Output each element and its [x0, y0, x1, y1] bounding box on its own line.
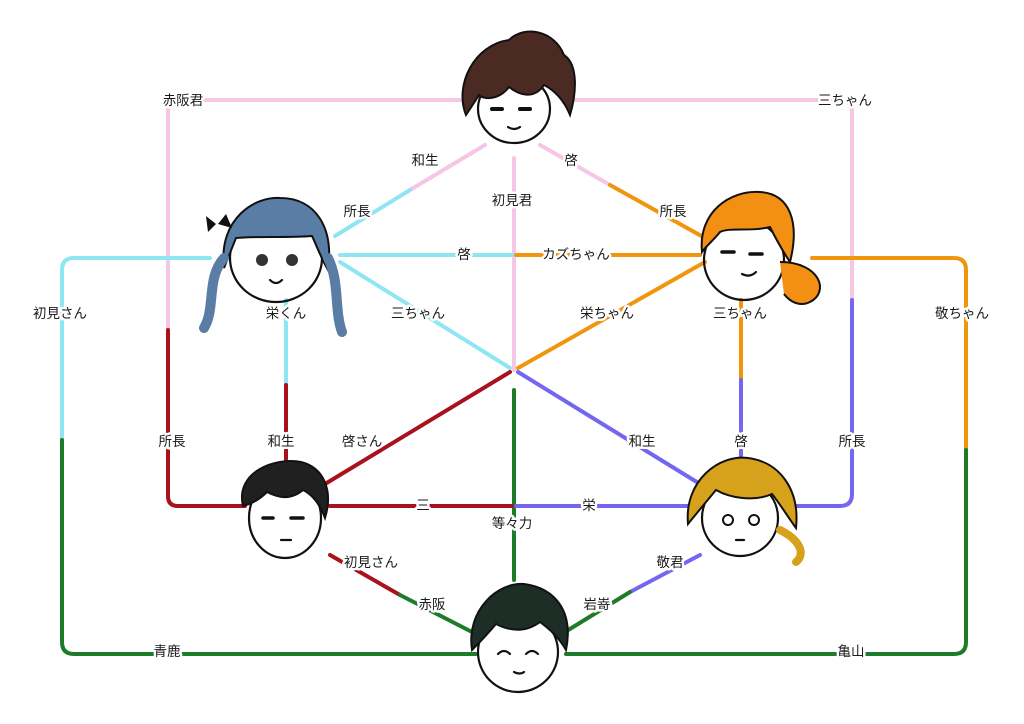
label-blue-to-orange: 啓: [457, 247, 471, 263]
label-blue-to-black: 栄くん: [266, 306, 307, 322]
character-green-bottom: [470, 582, 569, 694]
label-green-to-center: 等々力: [492, 515, 533, 532]
label-top-to-green: 初見君: [492, 192, 533, 209]
edge-top-orange-lower: [608, 183, 707, 240]
label-orange-to-gold: 三ちゃん: [713, 306, 767, 322]
edge-gold-green-upper: [628, 553, 702, 594]
hair-black: [240, 460, 329, 522]
label-green-to-gold: 岩嵜: [584, 597, 611, 613]
edge-top-blue-lower: [333, 188, 412, 238]
connection-lines: [60, 98, 968, 656]
label-top-to-black-outer: 赤阪君: [163, 93, 204, 109]
edge-blue-gold-upper: [338, 260, 512, 370]
label-blue-to-top: 所長: [344, 204, 371, 220]
hair-orange: [700, 190, 795, 265]
label-black-to-green: 初見さん: [344, 554, 398, 571]
edge-green-orange-outer: [564, 448, 968, 656]
label-orange-to-blue: カズちゃん: [542, 247, 610, 263]
character-orange-ponytail: [700, 190, 821, 305]
label-green-to-orange-outer: 亀山: [838, 644, 865, 660]
edge-orange-black-lower: [323, 370, 512, 486]
edge-gold-top-outer: [788, 298, 854, 508]
hair-brown: [461, 30, 576, 119]
edge-green-blue-outer: [60, 438, 478, 656]
edge-black-green-upper: [328, 553, 402, 597]
label-black-to-blue: 和生: [268, 434, 295, 450]
label-blue-to-gold: 三ちゃん: [391, 306, 445, 322]
label-top-to-blue: 和生: [412, 153, 439, 169]
label-gold-to-black: 栄: [582, 498, 596, 514]
label-orange-to-green-outer: 敬ちゃん: [935, 306, 989, 322]
hair-darkgreen: [470, 582, 569, 653]
edge-top-black-outer: [166, 98, 462, 332]
label-black-to-top-outer: 所長: [159, 434, 186, 450]
edge-orange-black-upper: [516, 260, 707, 370]
edge-top-blue-upper: [408, 143, 487, 192]
hair-gold: [686, 456, 798, 531]
label-black-to-gold: 三: [416, 498, 430, 514]
label-green-to-blue-outer: 青鹿: [154, 643, 181, 660]
character-blue-twintails: [199, 196, 347, 337]
edge-top-gold-outer: [566, 98, 854, 302]
label-top-to-gold-outer: 三ちゃん: [818, 93, 872, 109]
label-orange-to-black: 栄ちゃん: [580, 306, 634, 322]
label-green-to-black: 赤阪: [419, 597, 446, 613]
hair-blue: [222, 196, 331, 274]
edge-orange-green-outer: [810, 256, 968, 452]
character-top-brown: [461, 30, 576, 145]
label-gold-to-blue: 和生: [629, 434, 656, 450]
character-black-hair: [240, 460, 329, 560]
label-gold-to-orange: 啓: [734, 434, 748, 450]
edge-blue-gold-lower: [516, 370, 702, 486]
edge-labels: 赤阪君 三ちゃん 和生 啓 所長 初見君 所長 啓 カズちゃん 初見さん 栄くん…: [31, 91, 992, 663]
character-gold-hair: [686, 456, 805, 566]
edge-black-top-outer: [166, 328, 247, 508]
edge-top-orange-upper: [538, 143, 612, 187]
label-top-to-orange: 啓: [564, 153, 578, 169]
edge-blue-green-outer: [60, 256, 212, 442]
label-blue-to-green-outer: 初見さん: [33, 305, 87, 322]
edge-gold-green-lower: [563, 590, 632, 634]
label-gold-to-green: 敬君: [657, 555, 684, 571]
label-gold-to-top-outer: 所長: [839, 434, 867, 450]
edge-black-green-lower: [398, 593, 474, 634]
label-black-to-orange: 啓さん: [342, 434, 383, 450]
label-orange-to-top: 所長: [660, 204, 688, 220]
